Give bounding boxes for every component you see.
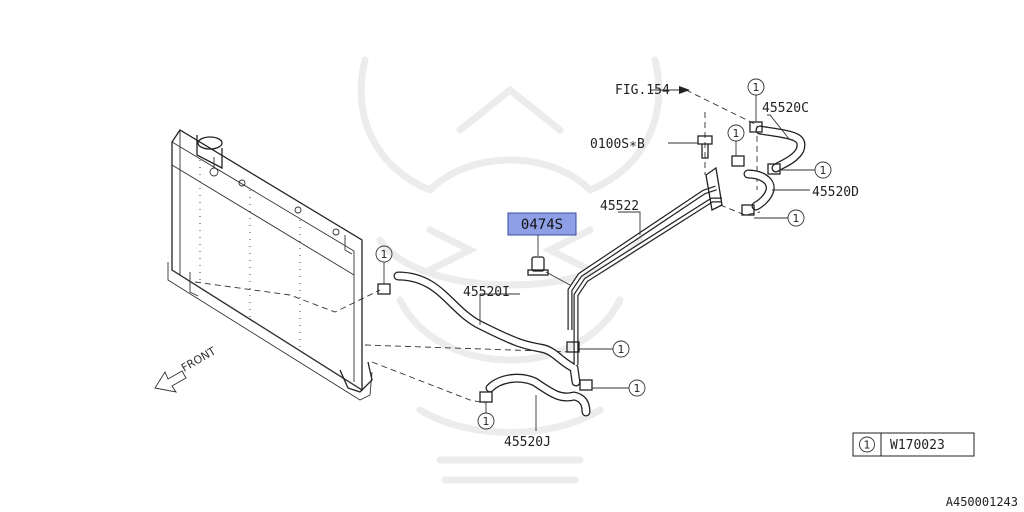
label-leaders	[479, 89, 810, 431]
callout-1-h: 1	[793, 212, 800, 225]
document-id: A450001243	[946, 495, 1018, 509]
clamps	[377, 121, 781, 403]
hose-45520D	[743, 169, 775, 211]
label-45520C: 45520C	[762, 101, 809, 116]
label-0474S: 0474S	[521, 217, 563, 233]
part-labels: 0474S FIG.154 0100S∗B 45520C 45520D 4552…	[463, 83, 859, 450]
watermark-emblem	[357, 56, 663, 484]
callouts: 1 1 1 1 1 1 1 1	[375, 78, 832, 430]
label-45522: 45522	[600, 199, 639, 214]
legend-box: 1 W170023	[852, 432, 975, 457]
callout-1-f: 1	[733, 127, 740, 140]
radiator	[167, 129, 373, 401]
label-45520I: 45520I	[463, 285, 510, 300]
legend-code: W170023	[890, 438, 945, 453]
hose-45520J	[485, 373, 591, 417]
callout-1-b: 1	[618, 343, 625, 356]
callout-1-c: 1	[634, 382, 641, 395]
pipe-45522	[567, 166, 723, 365]
hose-45520I	[393, 271, 581, 387]
label-45520D: 45520D	[812, 185, 859, 200]
callout-1-d: 1	[483, 415, 490, 428]
callout-1-g: 1	[820, 164, 827, 177]
front-label: FRONT	[179, 344, 218, 374]
label-0100SB: 0100S∗B	[590, 137, 645, 152]
label-fig154: FIG.154	[615, 83, 670, 98]
label-45520J: 45520J	[504, 435, 551, 450]
grommet-0474S	[527, 234, 571, 286]
callout-1-a: 1	[381, 248, 388, 261]
fig-ref-arrow-icon	[679, 86, 690, 94]
callout-1-e: 1	[753, 81, 760, 94]
front-arrow-icon: FRONT	[154, 344, 218, 393]
bolt-0100SB	[697, 135, 713, 159]
legend-number: 1	[864, 439, 871, 452]
hose-45520C	[755, 125, 806, 173]
highlight-box	[507, 212, 577, 236]
